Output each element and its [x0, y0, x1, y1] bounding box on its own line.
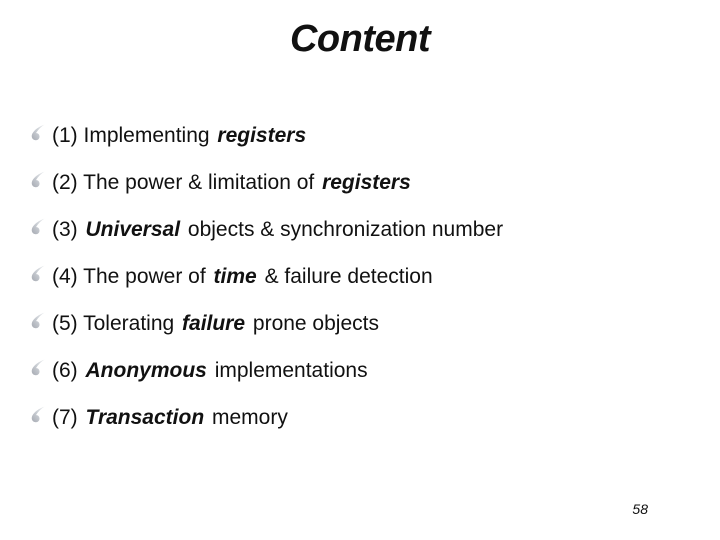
item-text-emphasis: registers: [217, 123, 307, 147]
item-text: objects & synchronization number: [182, 217, 504, 241]
item-text: (1) Implementing: [52, 123, 216, 147]
comma-swoosh-icon: [31, 218, 45, 235]
list-item: (7) Transaction memory: [26, 394, 712, 441]
comma-swoosh-icon: [31, 124, 45, 141]
list-item: (6) Anonymous implementations: [26, 347, 712, 394]
item-text-emphasis: failure: [182, 311, 246, 335]
item-text-emphasis: Anonymous: [85, 358, 207, 382]
item-text: (7): [52, 405, 84, 429]
item-text: & failure detection: [258, 264, 433, 288]
item-text-emphasis: time: [213, 264, 257, 288]
content-list: (1) Implementing registers (2) The power…: [26, 112, 712, 441]
item-text: (2) The power & limitation of: [52, 170, 321, 194]
item-text: prone objects: [247, 311, 379, 335]
list-item: (3) Universal objects & synchronization …: [26, 206, 712, 253]
item-text: (6): [52, 358, 84, 382]
comma-swoosh-icon: [31, 312, 45, 329]
item-text-emphasis: Transaction: [85, 405, 205, 429]
item-text: implementations: [208, 358, 368, 382]
item-text-emphasis: registers: [322, 170, 411, 194]
comma-swoosh-icon: [31, 359, 45, 376]
list-item: (2) The power & limitation of registers: [26, 159, 712, 206]
item-text: (4) The power of: [52, 264, 212, 288]
item-text: (5) Tolerating: [52, 311, 181, 335]
comma-swoosh-icon: [31, 406, 45, 423]
list-item: (1) Implementing registers: [26, 112, 712, 159]
list-item: (5) Tolerating failure prone objects: [26, 300, 712, 347]
comma-swoosh-icon: [31, 265, 45, 282]
page-number: 58: [632, 501, 648, 517]
page-title: Content: [289, 18, 431, 60]
list-item: (4) The power of time & failure detectio…: [26, 253, 712, 300]
item-text-emphasis: Universal: [85, 217, 181, 241]
item-text: memory: [206, 405, 288, 429]
comma-swoosh-icon: [31, 171, 45, 188]
item-text: (3): [52, 217, 84, 241]
